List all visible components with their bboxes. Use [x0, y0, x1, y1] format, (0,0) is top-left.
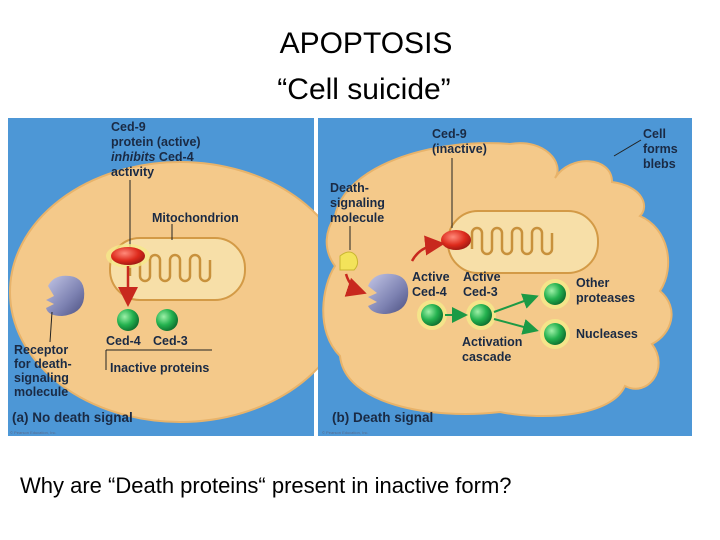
- mitochondrion-label: Mitochondrion: [152, 211, 239, 225]
- ced3-active-protein: [470, 304, 492, 326]
- panel-b-caption: (b) Death signal: [332, 410, 433, 425]
- receptor-label-3: signaling: [14, 371, 69, 385]
- blebs-label-1: Cell: [643, 127, 666, 141]
- other-proteases-protein: [544, 283, 566, 305]
- ced9-inactive-label-1: Ced-9: [432, 127, 467, 141]
- ced9-active-protein: [111, 247, 145, 265]
- ced3-label: Ced-3: [153, 334, 188, 348]
- receptor-leader: [49, 311, 53, 343]
- receptor-label-2: for death-: [14, 357, 72, 371]
- active-ced4-label-2: Ced-4: [412, 285, 447, 299]
- ced9-activity-label: activity: [111, 165, 154, 179]
- inactive-proteins-label: Inactive proteins: [110, 361, 209, 375]
- ced9-inactive-label-2: (inactive): [432, 142, 487, 156]
- ced4-label: Ced-4: [106, 334, 141, 348]
- receptor-label-4: molecule: [14, 385, 68, 399]
- ced4-inactive-protein: [117, 309, 139, 331]
- active-ced4-label-1: Active: [412, 270, 450, 284]
- inhibits-word: inhibits: [111, 150, 155, 164]
- active-ced3-label-2: Ced-3: [463, 285, 498, 299]
- slide-subtitle: “Cell suicide”: [277, 73, 451, 106]
- active-ced3-label-1: Active: [463, 270, 501, 284]
- cascade-arrow-2: [493, 293, 539, 313]
- slide-title: APOPTOSIS: [279, 27, 453, 60]
- activation-cascade-label-1: Activation: [462, 335, 522, 349]
- inhibits-rest: Ced-4: [155, 150, 193, 164]
- signal-binding-arrow: [344, 273, 367, 297]
- death-signal-label-2: signaling: [330, 196, 385, 210]
- receptor-icon: [46, 275, 85, 316]
- ced3-inactive-protein: [156, 309, 178, 331]
- blebs-label-3: blebs: [643, 157, 676, 171]
- ced9-active-label-2: protein (active): [111, 135, 201, 149]
- receptor-label-1: Receptor: [14, 343, 68, 357]
- ced4-active-protein: [421, 304, 443, 326]
- activation-cascade-label-2: cascade: [462, 350, 511, 364]
- cascade-arrow-3: [493, 318, 539, 335]
- discussion-question: Why are “Death proteins“ present in inac…: [20, 473, 512, 498]
- copyright-b: © Pearson Education, Inc.: [322, 430, 369, 435]
- death-signal-molecule-icon: [339, 251, 359, 271]
- panel-b: Ced-9 (inactive) Cell forms blebs Death-…: [318, 118, 692, 436]
- apoptosis-diagram: Mitochondrion Ced-9 protein (active) inh…: [8, 118, 692, 436]
- ced9-inhibits-line: inhibits Ced-4: [111, 150, 194, 164]
- death-signal-label-3: molecule: [330, 211, 384, 225]
- death-signal-label-1: Death-: [330, 181, 369, 195]
- ced9-inactive-protein: [441, 230, 471, 250]
- copyright-a: © Pearson Education, Inc.: [10, 430, 57, 435]
- nucleases-protein: [544, 323, 566, 345]
- blebs-leader: [613, 139, 642, 157]
- nucleases-label: Nucleases: [576, 327, 638, 341]
- blebs-label-2: forms: [643, 142, 678, 156]
- panel-a-caption: (a) No death signal: [12, 410, 133, 425]
- receptor-bound-icon: [368, 273, 409, 314]
- ced9-binding-arrow: [410, 235, 445, 262]
- blebbing-cell: [322, 142, 673, 418]
- panel-a: Mitochondrion Ced-9 protein (active) inh…: [8, 118, 351, 436]
- ced9-active-label-1: Ced-9: [111, 120, 146, 134]
- other-proteases-label-1: Other: [576, 276, 609, 290]
- other-proteases-label-2: proteases: [576, 291, 635, 305]
